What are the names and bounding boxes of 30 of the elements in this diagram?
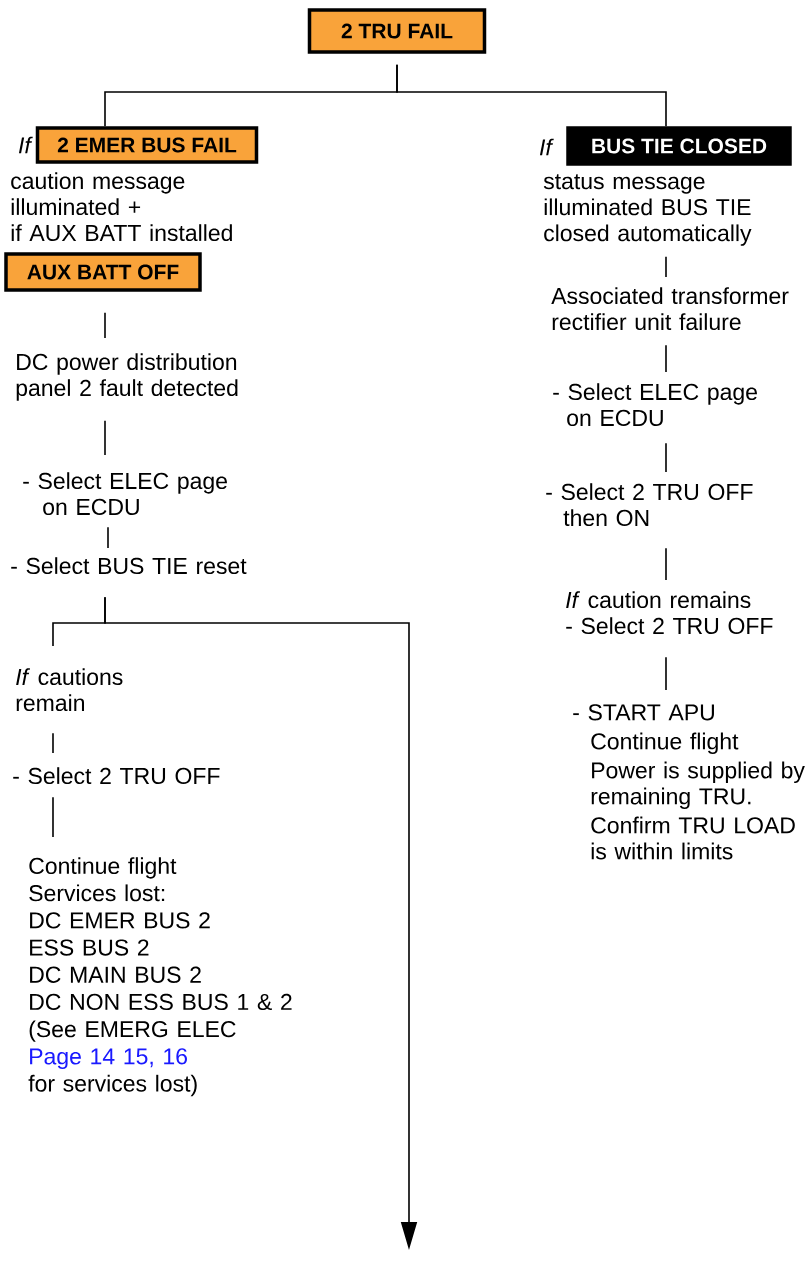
caution-box: 2 EMER BUS FAIL xyxy=(35,126,259,164)
step-text: - START APU Continue flight Power is supplied by remaining TRU. Confirm TRU LOAD is within limits xyxy=(573,704,805,860)
step-text: Associated transformer rectifier unit failure xyxy=(551,287,789,331)
connector-line xyxy=(104,420,106,456)
step-text: - Select ELEC page on ECDU xyxy=(23,472,227,516)
connector-line xyxy=(52,796,54,838)
connector-line xyxy=(52,732,54,754)
step-text: Continue flight Services lost: DC EMER BUS 2 ESS BUS 2 DC MAIN BUS 2 DC NON ESS BUS 1 & 2 (See EMERG ELEC Page 14 15, 16 for services lost) xyxy=(28,857,292,1097)
step-text: - Select 2 TRU OFF then ON xyxy=(546,483,753,527)
condition-word: If xyxy=(18,136,33,154)
condition-text: if AUX BATT installed xyxy=(11,224,232,242)
connector-line xyxy=(665,255,667,278)
connector-line xyxy=(107,526,109,549)
step-text: - Select 2 TRU OFF xyxy=(13,767,220,785)
caution-box: AUX BATT OFF xyxy=(4,252,202,292)
status-box: BUS TIE CLOSED xyxy=(566,126,792,166)
step-text: - Select ELEC page on ECDU xyxy=(553,383,757,427)
step-text: If cautions remain xyxy=(16,668,123,712)
connector-line xyxy=(665,344,667,373)
connector-line xyxy=(665,442,667,473)
condition-text: status message illuminated BUS TIE closed automatically xyxy=(543,174,752,246)
connector-line xyxy=(665,656,667,691)
connector-line xyxy=(665,547,667,581)
step-text: DC power distribution panel 2 fault detected xyxy=(16,353,238,401)
step-text: If caution remains - Select 2 TRU OFF xyxy=(566,591,773,635)
connector-line xyxy=(396,63,667,128)
step-text: - Select BUS TIE reset xyxy=(11,557,247,575)
connector-line xyxy=(104,311,106,339)
condition-word: If xyxy=(539,138,554,156)
alert-box: 2 TRU FAIL xyxy=(307,8,487,54)
